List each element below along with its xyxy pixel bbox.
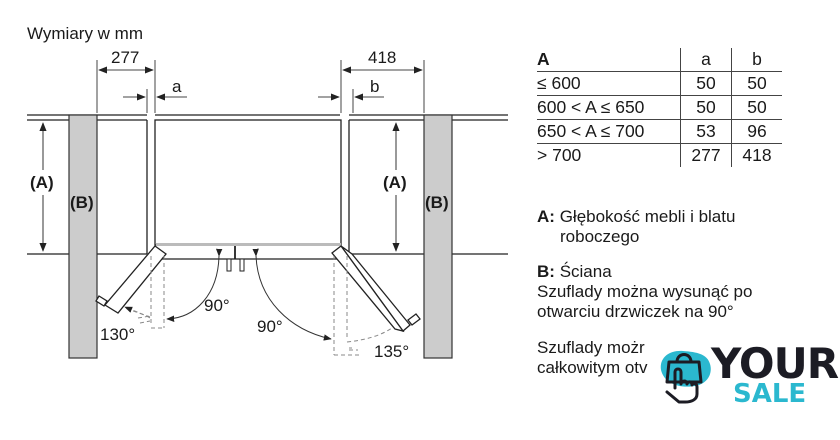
legend-B: B: Ściana Szuflady można wysunąć po otwa… [537, 262, 752, 322]
legend-B-key: B: [537, 262, 555, 281]
units-title: Wymiary w mm [27, 24, 143, 43]
wall-label-right: (B) [425, 193, 449, 212]
depth-label-right: (A) [383, 173, 407, 192]
note-drawers-90-line1: Szuflady można wysunąć po [537, 282, 753, 301]
table-row: > 700 277 418 [537, 143, 782, 167]
arc-left-90 [166, 248, 223, 322]
wall-left [68, 114, 98, 359]
table-header-A: A [537, 49, 550, 69]
dimension-277 [96, 60, 187, 113]
door-right-open [331, 245, 421, 333]
installation-diagram: Wymiary w mm [27, 24, 508, 361]
depth-label-left: (A) [30, 173, 54, 192]
cell-b: 418 [731, 143, 782, 167]
door-right-dashed [333, 256, 393, 356]
cell-b: 50 [731, 95, 782, 120]
note-drawers-90-line2: otwarciu drzwiczek na 90° [537, 302, 734, 321]
cell-a: 50 [680, 95, 732, 120]
angle-left-130-label: 130° [100, 325, 135, 344]
legend-A-text: Głębokość mebli i blatu [559, 207, 736, 226]
table-header-a: a [680, 48, 732, 72]
fridge-door-strip [156, 243, 341, 246]
wall-label-left: (B) [70, 193, 94, 212]
wall-right [423, 114, 453, 359]
table-row: ≤ 600 50 50 [537, 71, 782, 96]
dimension-277-label: 277 [111, 48, 139, 67]
arc-right-90 [252, 248, 332, 341]
shopping-bag-hand-icon [660, 350, 711, 404]
angle-left-90-label: 90° [204, 296, 230, 315]
handle-right [239, 258, 245, 272]
note-drawers-full-line2: całkowitym otv [537, 358, 648, 377]
legend-A: A: Głębokość mebli i blatu roboczego [537, 207, 735, 247]
handle-left [226, 258, 232, 272]
cell-a: 277 [680, 143, 732, 167]
table-header-row: A a b [537, 48, 782, 72]
logo-word-sale: SALE [733, 379, 807, 409]
logo-word-your: YOUR [711, 339, 839, 388]
cell-A: 600 < A ≤ 650 [537, 95, 681, 120]
cell-A: > 700 [537, 143, 681, 167]
cell-A: ≤ 600 [537, 71, 681, 96]
door-left-open [95, 245, 167, 314]
dimension-a-label: a [172, 77, 182, 96]
angle-right-90-label: 90° [257, 317, 283, 336]
legend-A-text-cont: roboczego [560, 227, 640, 246]
watermark-logo: YOUR SALE [655, 339, 839, 410]
legend-B-text: Ściana [559, 262, 612, 281]
legend-A-key: A: [537, 207, 555, 226]
cell-A: 650 < A ≤ 700 [537, 119, 681, 144]
table-row: 600 < A ≤ 650 50 50 [537, 95, 782, 120]
dimension-b-label: b [370, 77, 379, 96]
dimensions-table: A a b ≤ 600 50 50 600 < A ≤ 650 50 50 65… [537, 48, 782, 167]
cell-b: 50 [731, 71, 782, 96]
arc-left-130 [124, 306, 151, 319]
cell-a: 50 [680, 71, 732, 96]
note-drawers-full: Szuflady możr całkowitym otv [537, 338, 652, 378]
table-header-b: b [731, 48, 782, 72]
cell-a: 53 [680, 119, 732, 144]
note-drawers-full-line1: Szuflady możr [537, 338, 645, 357]
fridge-body [154, 119, 342, 246]
table-row: 650 < A ≤ 700 53 96 [537, 119, 782, 144]
cell-b: 96 [731, 119, 782, 144]
angle-right-135-label: 135° [374, 342, 409, 361]
dimension-418-label: 418 [368, 48, 396, 67]
dimension-418 [318, 60, 425, 113]
